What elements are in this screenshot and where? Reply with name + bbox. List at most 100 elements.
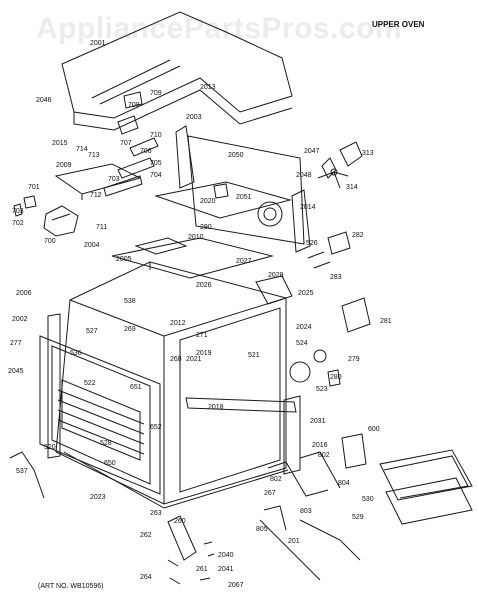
part-number-label: 2040 [218,552,234,559]
part-number-label: 269 [124,326,136,333]
part-number-label: 2046 [36,97,52,104]
part-number-label: 279 [348,356,360,363]
part-number-label: 2028 [268,272,284,279]
part-number-label: 2015 [52,140,68,147]
rear-panel [175,125,311,253]
fan-assembly [317,141,363,189]
part-number-label: 2047 [304,148,320,155]
door-latch-parts [103,91,159,197]
part-number-label: 703 [12,208,24,215]
part-number-label: 314 [346,184,358,191]
top-panel-assembly [61,11,293,131]
part-number-label: 283 [330,274,342,281]
part-number-label: 651 [130,384,142,391]
part-number-label: 527 [86,328,98,335]
part-number-label: 600 [368,426,380,433]
part-number-label: 2020 [200,198,216,205]
diagram-title: UPPER OVEN [372,20,425,29]
part-number-label: 2018 [208,404,224,411]
part-number-label: 802 [318,452,330,459]
part-number-label: 802 [270,476,282,483]
part-number-label: 282 [352,232,364,239]
part-number-label: 805 [256,526,268,533]
part-number-label: 2004 [84,242,100,249]
lamp-parts [289,297,371,387]
part-number-label: 2016 [312,442,328,449]
part-number-label: 2027 [236,258,252,265]
part-number-label: 712 [90,192,102,199]
part-number-label: 2001 [90,40,106,47]
part-number-label: 2048 [296,172,312,179]
part-number-label: 524 [296,340,308,347]
part-number-label: 264 [140,574,152,581]
part-number-label: 201 [288,538,300,545]
part-number-label: 277 [10,340,22,347]
part-701 [23,195,37,209]
part-number-label: 281 [380,318,392,325]
part-number-label: 2021 [186,356,202,363]
broiler-pan [379,449,473,525]
oven-front-frame [39,335,161,495]
part-number-label: 2041 [218,566,234,573]
part-number-label: 2012 [170,320,186,327]
part-number-label: 2014 [300,204,316,211]
part-537 [9,451,45,499]
small-pins [199,541,215,581]
hinge-assembly [167,515,197,585]
part-number-label: 521 [248,352,260,359]
part-number-label: 652 [150,424,162,431]
part-number-label: 701 [28,184,40,191]
part-number-label: 2010 [188,234,204,241]
part-number-label: 650 [104,460,116,467]
part-number-label: 268 [170,356,182,363]
part-number-label: 280 [330,374,342,381]
part-283 [307,251,331,269]
part-number-label: 710 [150,132,162,139]
art-number: (ART NO. WB10596) [38,583,104,590]
part-number-label: 714 [76,146,88,153]
part-number-label: 2009 [56,162,72,169]
part-number-label: 2013 [200,84,216,91]
part-number-label: 2003 [186,114,202,121]
part-number-label: 713 [88,152,100,159]
part-number-label: 523 [316,386,328,393]
part-number-label: 290 [200,224,212,231]
part-number-label: 520 [44,444,56,451]
part-number-label: 271 [196,332,208,339]
part-number-label: 803 [300,508,312,515]
part-number-label: 2031 [310,418,326,425]
part-number-label: 522 [84,380,96,387]
part-number-label: 260 [174,518,186,525]
part-number-label: 262 [140,532,152,539]
part-600 [341,433,367,469]
oven-cavity-body [47,261,287,505]
part-number-label: 526 [306,240,318,247]
part-number-label: 708 [128,102,140,109]
part-number-label: 2045 [8,368,24,375]
part-number-label: 706 [140,148,152,155]
part-number-label: 2005 [116,256,132,263]
part-number-label: 538 [124,298,136,305]
part-number-label: 703 [108,176,120,183]
part-number-label: 2002 [12,316,28,323]
shelf-2009 [54,163,142,200]
part-number-label: 2051 [236,194,252,201]
part-number-label: 2019 [196,350,212,357]
top-rails [111,181,293,305]
part-700 [43,205,79,237]
part-number-label: 2026 [196,282,212,289]
part-number-label: 2024 [296,324,312,331]
part-282 [327,231,351,255]
part-number-label: 709 [150,90,162,97]
part-number-label: 700 [44,238,56,245]
part-number-label: 2006 [16,290,32,297]
part-number-label: 529 [352,514,364,521]
part-number-label: 261 [196,566,208,573]
part-number-label: 530 [362,496,374,503]
part-number-label: 711 [96,224,108,231]
part-number-label: 702 [12,220,24,227]
part-number-label: 267 [264,490,276,497]
part-number-label: 2023 [90,494,106,501]
